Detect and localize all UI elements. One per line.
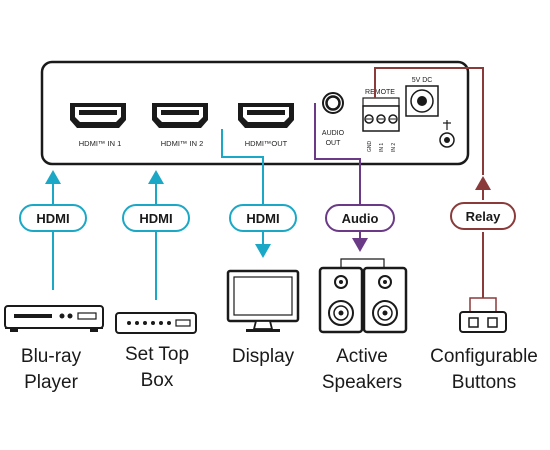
remote-terminal-block[interactable] (362, 97, 400, 132)
hdmi-pill-2-label: HDMI (139, 211, 172, 226)
power-label: 5V DC (412, 77, 433, 84)
hdmi-pill-1-label: HDMI (36, 211, 69, 226)
speakers-label-line1: Active (336, 346, 388, 367)
audio-out-label-line2: OUT (326, 140, 342, 147)
remote-label: REMOTE (365, 89, 395, 96)
hdmi-in-2-port[interactable] (152, 103, 208, 128)
terminal-in2-label: IN 2 (391, 143, 397, 152)
hdmi-pill-3: HDMI (229, 204, 297, 232)
relay-cable (374, 67, 497, 312)
set-top-box-icon (115, 312, 197, 334)
blu-ray-label-line2: Player (24, 372, 79, 393)
hdmi-pill-3-label: HDMI (246, 211, 279, 226)
hdmi-out-label: HDMI™OUT (245, 139, 288, 148)
hdmi-in-2-label: HDMI™ IN 2 (161, 139, 204, 148)
hdmi-pill-2: HDMI (122, 204, 190, 232)
ground-screw-icon (439, 120, 455, 148)
blu-ray-player-icon (4, 305, 104, 332)
hdmi-in-2-cable (148, 170, 164, 300)
set-top-box-label-line1: Set Top (125, 344, 189, 365)
audio-pill-label: Audio (342, 211, 379, 226)
terminal-in1-label: IN 1 (379, 143, 385, 152)
hdmi-pill-1: HDMI (19, 204, 87, 232)
hdmi-out-port[interactable] (238, 103, 294, 128)
set-top-box-label-line2: Box (141, 370, 174, 391)
relay-pill: Relay (450, 202, 516, 230)
switcher-rear-panel: HDMI™ IN 1 HDMI™ IN 2 HDMI™OUT AUDIO OUT… (40, 60, 470, 166)
active-speakers-icon (318, 266, 408, 334)
display-label: Display (232, 346, 295, 367)
hdmi-in-1-port[interactable] (70, 103, 126, 128)
hdmi-in-1-label: HDMI™ IN 1 (79, 139, 122, 148)
configurable-buttons-icon (459, 311, 507, 333)
audio-cable (314, 103, 385, 268)
buttons-label-line1: Configurable (430, 346, 538, 367)
audio-out-label-line1: AUDIO (322, 130, 345, 137)
blu-ray-label-line1: Blu-ray (21, 346, 82, 367)
speakers-label-line2: Speakers (322, 372, 402, 393)
audio-out-jack[interactable] (322, 92, 344, 114)
relay-pill-label: Relay (466, 209, 501, 224)
dc-power-jack[interactable] (405, 85, 439, 117)
buttons-label-line2: Buttons (452, 372, 516, 393)
terminal-gnd-label: GND (367, 141, 373, 153)
display-monitor-icon (226, 269, 300, 332)
audio-pill: Audio (325, 204, 395, 232)
